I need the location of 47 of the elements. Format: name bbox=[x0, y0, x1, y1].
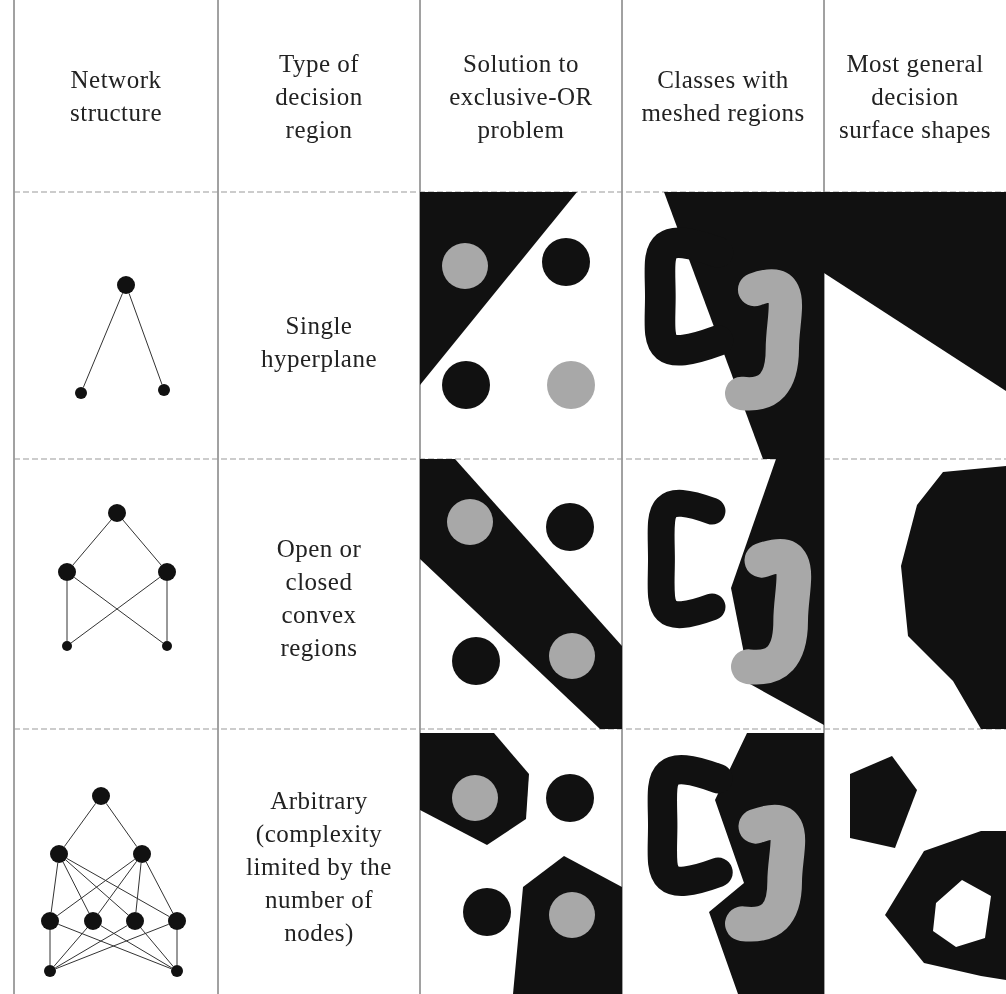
neuron-node bbox=[50, 845, 68, 863]
neuron-node bbox=[44, 965, 56, 977]
neuron-node bbox=[171, 965, 183, 977]
connection-line bbox=[49, 929, 51, 966]
row-label: Open or closed convex regions bbox=[275, 534, 363, 663]
connection-line bbox=[166, 580, 168, 642]
neuron-node bbox=[117, 276, 135, 294]
connection-line bbox=[63, 802, 97, 848]
connection-line bbox=[65, 859, 129, 916]
connection-line bbox=[66, 580, 68, 642]
column-header: Classes with meshed regions bbox=[640, 65, 806, 128]
connection-line bbox=[82, 292, 124, 388]
neuron-node bbox=[92, 787, 110, 805]
row-label: Single hyperplane bbox=[259, 311, 379, 374]
column-header: Type of decision region bbox=[274, 48, 364, 145]
neuron-node bbox=[84, 912, 102, 930]
column-header: Network structure bbox=[69, 65, 163, 128]
connection-line bbox=[140, 927, 174, 967]
connection-line bbox=[145, 861, 174, 914]
connection-line bbox=[53, 927, 88, 967]
connection-line bbox=[128, 292, 163, 385]
connection-line bbox=[72, 519, 112, 566]
neuron-node bbox=[158, 384, 170, 396]
connection-line bbox=[56, 858, 136, 917]
connection-line bbox=[54, 925, 128, 969]
neuron-node bbox=[75, 387, 87, 399]
connection-line bbox=[135, 862, 142, 913]
connection-line bbox=[100, 925, 173, 969]
column-header: Most general decision surface shapes bbox=[837, 48, 993, 145]
neuron-node bbox=[41, 912, 59, 930]
connection-line bbox=[105, 802, 138, 848]
neuron-node bbox=[133, 845, 151, 863]
neuron-node bbox=[168, 912, 186, 930]
neuron-node bbox=[108, 504, 126, 522]
connection-line bbox=[50, 862, 59, 913]
connection-line bbox=[122, 519, 162, 566]
row-label: Arbitrary (complexity limited by the number of nodes) bbox=[245, 785, 393, 948]
column-header: Solution to exclusive-OR problem bbox=[448, 48, 594, 145]
neuron-node bbox=[62, 641, 72, 651]
connection-line bbox=[97, 860, 138, 915]
neuron-node bbox=[126, 912, 144, 930]
neuron-node bbox=[58, 563, 76, 581]
connection-line bbox=[66, 857, 170, 918]
connection-line bbox=[62, 861, 90, 914]
connection-line bbox=[176, 929, 178, 966]
neuron-node bbox=[158, 563, 176, 581]
neuron-node bbox=[162, 641, 172, 651]
